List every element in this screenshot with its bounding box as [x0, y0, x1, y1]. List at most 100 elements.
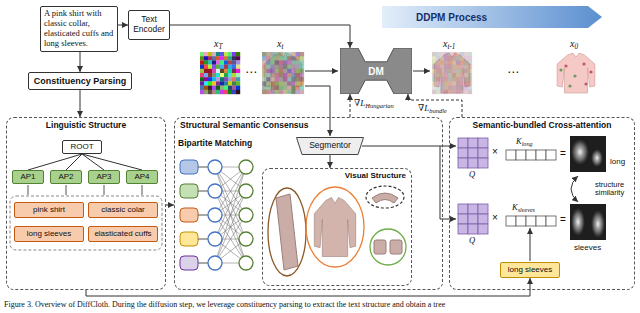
- flow-arrow: [413, 71, 430, 72]
- shirt-image: [557, 53, 595, 93]
- noise-pixel: [279, 86, 283, 90]
- noise-pixel: [236, 60, 240, 64]
- node-text: DDPM Process: [416, 12, 487, 23]
- noise-pixel: [262, 52, 266, 56]
- attention-panel: Semantic-bundled Cross-attentionlong sle…: [449, 117, 635, 290]
- phrase-embedding: [180, 256, 198, 270]
- noise-pixel: [275, 52, 279, 56]
- noise-pixel: [283, 65, 287, 69]
- noise-pixel: [236, 86, 240, 90]
- flower-dot: [559, 68, 562, 71]
- panel-heading: Structural Semantic Consensus: [175, 118, 442, 130]
- text-part: ∇L: [354, 98, 365, 108]
- noise-pixel: [291, 77, 295, 81]
- math-symbol: Ksleeves: [512, 203, 535, 212]
- phrase-embedding: [180, 232, 198, 246]
- map-label: long: [610, 158, 625, 167]
- noise-pixel: [296, 65, 300, 69]
- noise-pixel: [456, 86, 460, 90]
- noise-pixel: [452, 65, 456, 69]
- noise-pixel: [432, 73, 436, 77]
- noise-pixel: [448, 90, 452, 94]
- query-cell: [468, 158, 478, 168]
- noise-pixel: [436, 73, 440, 77]
- noise-pixel: [216, 60, 220, 64]
- matching-node: [239, 208, 253, 222]
- noise-pixel: [200, 90, 204, 94]
- matching-line: [198, 239, 208, 240]
- noise-pixel: [436, 69, 440, 73]
- matching-node: [208, 256, 222, 270]
- noise-pixel: [432, 77, 436, 81]
- attention-blob: [591, 149, 603, 167]
- noise-pixel: [468, 56, 472, 60]
- node-text: AP4: [134, 172, 149, 181]
- trap-shape: [297, 138, 364, 155]
- node-text: long sleeves: [27, 229, 71, 238]
- noise-pixel: [448, 65, 452, 69]
- noise-pixel: [296, 60, 300, 64]
- query-cell: [458, 158, 468, 168]
- noise-pixel: [436, 86, 440, 90]
- noise-pixel: [283, 90, 287, 94]
- noise-pixel: [296, 69, 300, 73]
- noise-pixel: [440, 77, 444, 81]
- shirt-image: [434, 53, 470, 93]
- shirt-image: [314, 197, 355, 256]
- noise-pixel: [204, 65, 208, 69]
- noise-pixel: [266, 77, 270, 81]
- noise-pixel: [432, 60, 436, 64]
- flow-arrow: [530, 228, 531, 261]
- noise-pixel: [204, 77, 208, 81]
- matching-line: [215, 191, 246, 263]
- node-text: AP2: [58, 172, 73, 181]
- noise-pixel: [275, 90, 279, 94]
- noise-pixel: [236, 77, 240, 81]
- loss-label: ∇Lbundle: [418, 104, 447, 113]
- tree-link: [28, 185, 29, 195]
- noise-pixel: [279, 90, 283, 94]
- noise-pixel: [296, 86, 300, 90]
- noise-pixel: [440, 69, 444, 73]
- noise-pixel: [212, 56, 216, 60]
- noise-pixel: [224, 73, 228, 77]
- noise-pixel: [456, 90, 460, 94]
- noise-pixel: [200, 86, 204, 90]
- image-ground: [432, 52, 472, 94]
- phrase-embedding: [180, 160, 198, 174]
- flow-arrow: [305, 86, 330, 136]
- noise-pixel: [291, 60, 295, 64]
- noise-pixel: [220, 90, 224, 94]
- noise-pixel: [266, 69, 270, 73]
- noise-pixel: [236, 81, 240, 85]
- noise-pixel: [275, 86, 279, 90]
- connector: [28, 154, 82, 170]
- noise-pixel: [279, 73, 283, 77]
- noise-pixel: [232, 69, 236, 73]
- cuff-piece: [390, 240, 402, 254]
- query-cell: [478, 138, 488, 148]
- text-part: x: [214, 38, 218, 49]
- noise-pixel: [436, 65, 440, 69]
- loss-label: ∇LHungarian: [354, 99, 394, 108]
- figure-caption: Figure 3. Overview of DiffCloth. During …: [4, 301, 445, 310]
- noise-pixel: [444, 52, 448, 56]
- noise-pixel: [444, 56, 448, 60]
- node-text: AP1: [20, 172, 35, 181]
- noise-pixel: [300, 90, 304, 94]
- noise-pixel: [208, 52, 212, 56]
- query-cell: [458, 148, 468, 158]
- noise-pixel: [220, 69, 224, 73]
- noise-pixel: [212, 73, 216, 77]
- noise-pixel: [452, 69, 456, 73]
- noise-pixel: [436, 56, 440, 60]
- noise-pixel: [232, 81, 236, 85]
- collar-piece: [372, 193, 398, 203]
- noise-pixel: [200, 65, 204, 69]
- noise-pixel: [464, 81, 468, 85]
- noise-pixel: [220, 81, 224, 85]
- matching-node: [208, 184, 222, 198]
- noise-pixel: [440, 65, 444, 69]
- noise-pixel: [448, 60, 452, 64]
